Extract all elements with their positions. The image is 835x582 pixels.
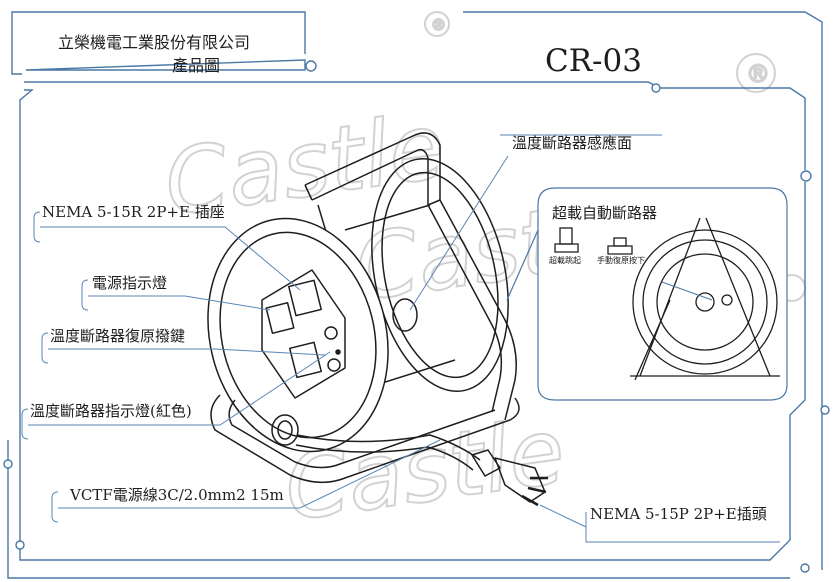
frame-left-top [11, 11, 22, 75]
power-cable [296, 434, 481, 461]
reset-switch [327, 358, 341, 372]
frame-top [24, 81, 806, 170]
frame-top-right [463, 11, 823, 570]
receptacle-outlet [288, 279, 322, 317]
receptacle-outlet-3 [288, 341, 322, 379]
cable-grommet [271, 414, 299, 446]
frame-node-4 [3, 459, 13, 469]
callout-plug: NEMA 5-15P 2P+E插頭 [590, 505, 767, 523]
inset-label-trip: 超載跳起 [549, 256, 581, 265]
plug-body [494, 457, 546, 503]
plug-prongs [521, 476, 548, 507]
receptacle-outlet-2 [265, 301, 295, 335]
callout-breaker-lamp: 溫度斷路器指示燈(紅色) [30, 402, 192, 420]
inset-hub [695, 292, 715, 312]
inset-breaker-button [721, 294, 733, 306]
plug-collar [471, 449, 501, 477]
leader-power-lamp [88, 295, 271, 311]
leader-reset [48, 348, 326, 356]
inset-stand [630, 217, 780, 381]
leader-cable [58, 439, 441, 509]
frame-node-6 [820, 405, 830, 415]
breaker-lamp [335, 349, 341, 355]
leader-plug [539, 504, 587, 528]
rear-frame [439, 199, 517, 421]
company-name: 立榮機電工業股份有限公司 [58, 33, 251, 52]
registered-mark-circle [424, 11, 450, 37]
leader-breaker-lamp [28, 351, 331, 426]
frame-bottom [7, 440, 790, 579]
front-flange-inner [219, 231, 377, 439]
inset-label-reset: 手動復原按下 [597, 256, 645, 265]
frame-node [305, 60, 317, 72]
callout-power-lamp: 電源指示燈 [92, 274, 168, 292]
inset-panel [506, 187, 788, 401]
leader-thermal [409, 155, 509, 311]
callout-receptacle: NEMA 5-15R 2P+E 插座 [42, 203, 225, 221]
inset-title: 超載自動斷路器 [552, 204, 658, 222]
frame-node-5 [15, 540, 25, 550]
leader-receptacle [40, 226, 301, 291]
callout-boxes [21, 134, 780, 543]
cord-reel [207, 132, 548, 507]
power-lamp [324, 326, 338, 340]
callout-thermal-sensor: 溫度斷路器感應面 [512, 134, 633, 152]
front-base [210, 394, 520, 484]
callout-cable: VCTF電源線3C/2.0mm2 15m [70, 486, 284, 504]
registered-mark-circle-2 [736, 53, 776, 93]
inset-flange [632, 229, 778, 375]
rear-flange [371, 158, 509, 392]
inset-frame [537, 187, 788, 401]
drawing-subtitle: 產品圖 [172, 56, 221, 75]
title-box [22, 11, 306, 71]
frame-node-3 [800, 170, 812, 182]
face-plate [261, 269, 346, 399]
frame-node-7 [800, 563, 810, 573]
callout-reset-switch: 溫度斷路器復原撥鍵 [50, 327, 186, 345]
model-number: CR-03 [545, 43, 642, 79]
thermal-sensor [392, 298, 418, 332]
registered-mark-2: ® [746, 60, 770, 88]
registered-mark: ® [431, 16, 446, 34]
reel-handle-inner [311, 148, 429, 205]
leader-lines [28, 155, 587, 528]
frame [3, 11, 830, 579]
reel-handle [304, 132, 441, 200]
frame-body [19, 89, 806, 561]
frame-node-2 [651, 83, 661, 93]
